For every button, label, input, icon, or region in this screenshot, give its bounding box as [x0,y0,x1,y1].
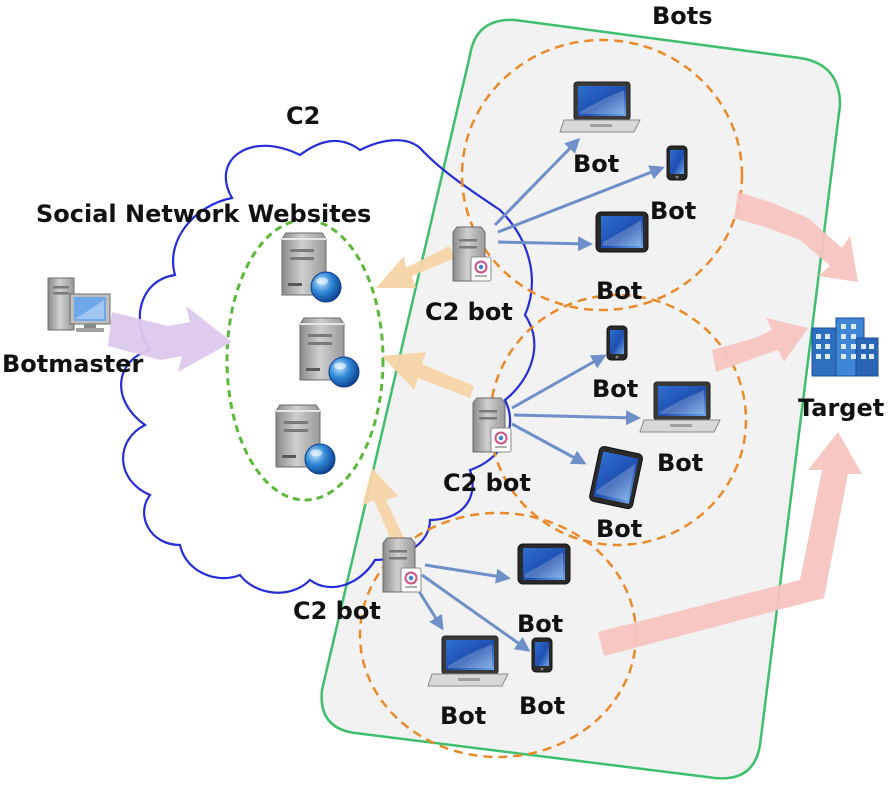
bot-arrow [511,422,587,465]
server-globe-icon [281,232,342,303]
phone-icon [606,325,628,361]
bot-label: Bot [657,449,703,477]
bot-arrow [497,165,665,234]
c2-title: C2 [286,102,320,130]
c2-server-icon [472,397,512,453]
c2-server-icon [452,226,492,282]
target-arrow-top [734,192,858,282]
bot-label: Bot [650,197,696,225]
botmaster-label: Botmaster [2,350,143,378]
bot-arrow [497,236,593,252]
phone-icon [531,637,553,673]
c2-bot-label: C2 bot [443,469,531,497]
c2-bot-label: C2 bot [425,298,513,326]
bots-panel [320,18,842,780]
bot-label: Bot [592,375,638,403]
target-label: Target [798,394,884,422]
c2-arrow-bottom [362,468,404,542]
bot-arrow [513,410,641,426]
c2-arrow-top [376,246,455,288]
tablet-icon [517,543,571,585]
c2-server-icon [382,537,422,593]
bot-label: Bot [440,702,486,730]
social-network-title: Social Network Websites [36,200,371,228]
bot-arrow [421,573,531,652]
office-buildings-icon [811,317,879,377]
tablet-icon [595,211,649,253]
bot-label: Bot [519,692,565,720]
bot-arrow [511,354,607,410]
server-globe-icon [299,317,360,388]
bot-label: Bot [573,150,619,178]
cluster-circle-top [460,38,744,312]
social-network-ellipse [225,218,385,502]
phone-icon [666,145,688,181]
c2-bot-label: C2 bot [293,597,381,625]
c2-arrow-middle [382,352,474,398]
server-globe-icon [275,404,336,475]
bot-label: Bot [517,610,563,638]
bot-label: Bot [596,277,642,305]
c2-cloud [120,139,536,594]
bot-arrow [424,563,511,584]
target-arrow-bottom [598,432,862,656]
bot-label: Bot [596,515,642,543]
bot-arrow [493,137,581,227]
workstation-icon [47,277,111,333]
target-arrow-middle [712,318,808,372]
bots-title: Bots [652,2,713,30]
botmaster-arrow [108,306,232,372]
